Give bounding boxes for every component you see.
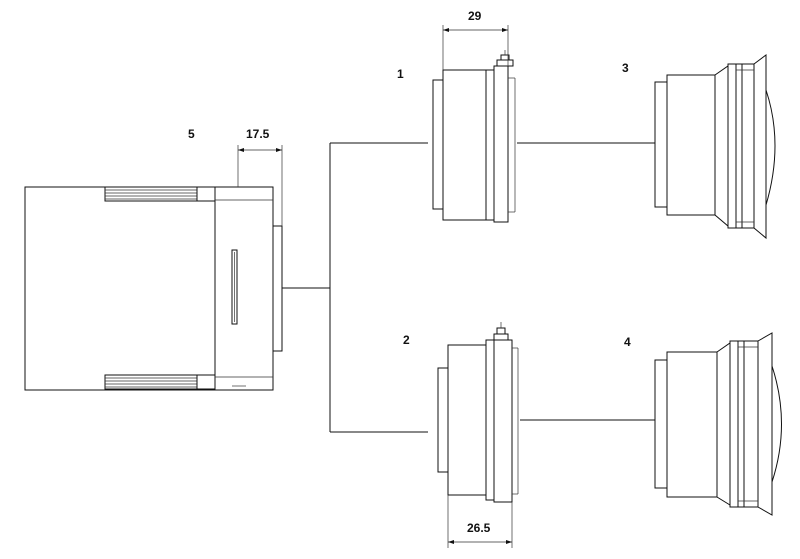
dimension-top-adapter: 29 xyxy=(442,9,509,70)
label-part-1: 1 xyxy=(397,67,404,81)
top-lens xyxy=(654,54,776,240)
sensor-slot xyxy=(231,249,238,325)
dimension-26-5-label: 26.5 xyxy=(467,521,491,535)
connector-lines xyxy=(282,142,655,433)
label-part-5: 5 xyxy=(188,127,195,141)
label-part-4: 4 xyxy=(624,335,631,349)
top-grip xyxy=(104,186,216,202)
camera-body xyxy=(24,186,283,391)
bottom-grip xyxy=(104,374,216,390)
label-part-2: 2 xyxy=(403,333,410,347)
bottom-adapter xyxy=(437,322,519,503)
dimension-bottom-adapter: 26.5 xyxy=(447,495,513,548)
label-part-3: 3 xyxy=(622,61,629,75)
lens-mount-ring xyxy=(272,225,283,352)
dimension-body-flange: 17.5 xyxy=(237,127,283,226)
dimension-17-5-label: 17.5 xyxy=(246,127,270,141)
top-adapter xyxy=(432,50,516,223)
dimension-29-label: 29 xyxy=(468,9,482,23)
bottom-lens xyxy=(654,332,782,516)
